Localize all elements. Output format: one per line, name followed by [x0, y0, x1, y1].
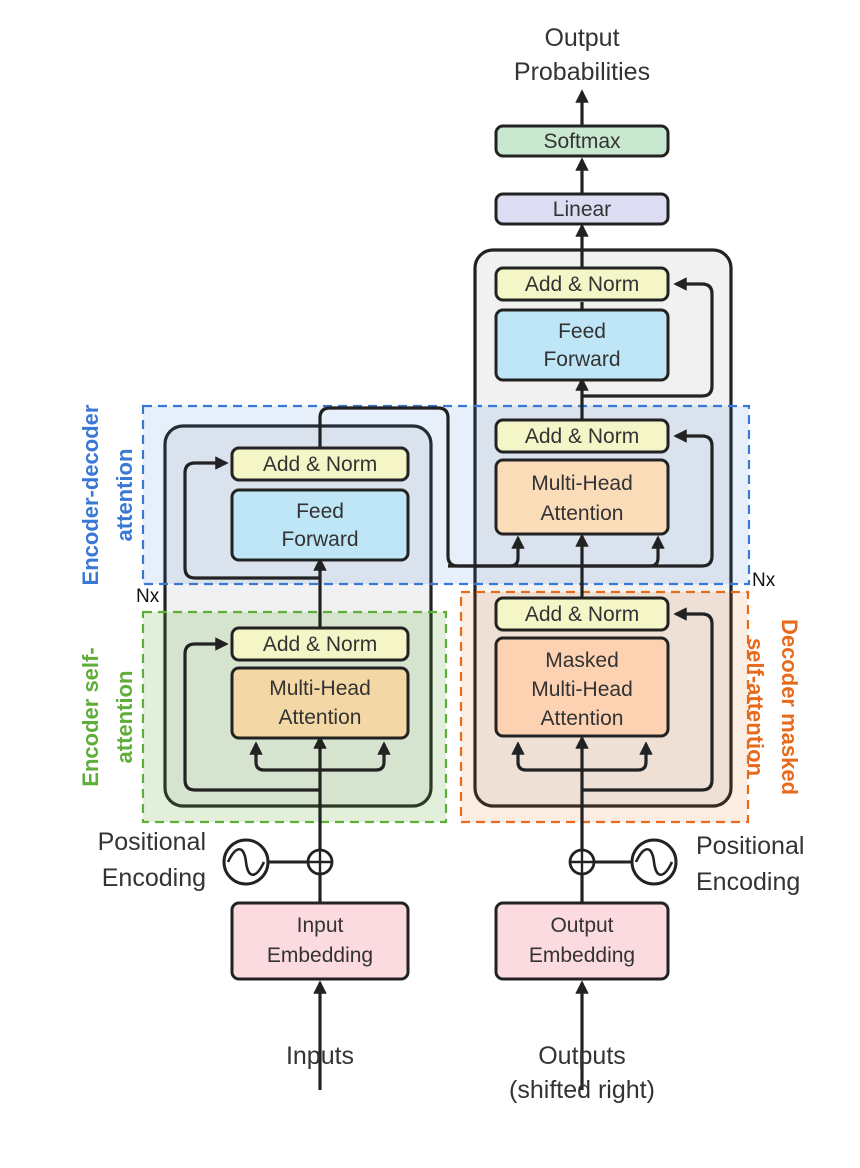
encoder-mha-line1: Multi-Head: [269, 677, 371, 700]
decoder-mid-add-norm-box: Add & Norm: [494, 418, 670, 454]
decoder-mha-line1: Multi-Head: [531, 472, 633, 495]
encoder-self-attention-box: Multi-Head Attention: [230, 666, 410, 740]
decoder-add-circle-icon: [568, 848, 596, 876]
output-probabilities-line1: Output: [544, 24, 619, 52]
decoder-top-add-norm-box: Add & Norm: [494, 266, 670, 302]
decoder-mha-line2: Attention: [541, 502, 624, 525]
encoder-add-circle-icon: [306, 848, 334, 876]
linear-box: Linear: [494, 192, 670, 226]
dec-masked-label-line1: Decoder masked: [777, 619, 802, 795]
decoder-ff-line2: Forward: [543, 348, 620, 371]
linear-label: Linear: [553, 198, 611, 221]
decoder-ff-line1: Feed: [558, 320, 606, 343]
encoder-ff-line2: Forward: [281, 528, 358, 551]
decoder-masked-self-attention-label: Decoder masked self-attention: [743, 619, 802, 795]
decoder-nx-label: Nx: [752, 570, 776, 591]
encoder-nx-label: Nx: [136, 586, 160, 607]
inputs-label: Inputs: [286, 1042, 354, 1070]
decoder-masked-line2: Multi-Head: [531, 678, 633, 701]
outputs-line2: (shifted right): [509, 1076, 655, 1104]
decoder-cross-attention-box: Multi-Head Attention: [494, 458, 670, 536]
encoder-low-add-norm-box: Add & Norm: [230, 626, 410, 662]
output-embedding-box: Output Embedding: [494, 901, 670, 981]
outputs-line1: Outputs: [538, 1042, 626, 1070]
encoder-posenc-line1: Positional: [98, 828, 206, 856]
output-embedding-line2: Embedding: [529, 944, 635, 967]
encoder-posenc-line2: Encoding: [102, 864, 206, 892]
decoder-mid-add-norm-label: Add & Norm: [525, 425, 639, 448]
softmax-label: Softmax: [543, 130, 621, 153]
decoder-feed-forward-box: Feed Forward: [494, 308, 670, 382]
encoder-top-add-norm-box: Add & Norm: [230, 446, 410, 482]
input-embedding-box: Input Embedding: [230, 901, 410, 981]
output-embedding-line1: Output: [550, 914, 613, 937]
softmax-box: Softmax: [494, 124, 670, 158]
decoder-masked-line1: Masked: [545, 649, 619, 672]
enc-dec-label-line1: Encoder-decoder: [78, 404, 103, 585]
decoder-low-add-norm-box: Add & Norm: [494, 596, 670, 632]
encoder-ff-line1: Feed: [296, 500, 344, 523]
decoder-low-add-norm-label: Add & Norm: [525, 603, 639, 626]
encoder-decoder-attention-label: Encoder-decoder attention: [78, 404, 137, 585]
decoder-masked-line3: Attention: [541, 707, 624, 730]
decoder-top-add-norm-label: Add & Norm: [525, 273, 639, 296]
input-embedding-line1: Input: [297, 914, 344, 937]
decoder-masked-attention-box: Masked Multi-Head Attention: [494, 636, 670, 738]
input-embedding-line2: Embedding: [267, 944, 373, 967]
encoder-self-attention-label: Encoder self- attention: [78, 647, 137, 786]
dec-masked-label-line2: self-attention: [743, 638, 768, 776]
output-probabilities-line2: Probabilities: [514, 58, 650, 86]
decoder-posenc-line2: Encoding: [696, 868, 800, 896]
encoder-mha-line2: Attention: [279, 706, 362, 729]
enc-self-label-line1: Encoder self-: [78, 647, 103, 786]
encoder-low-add-norm-label: Add & Norm: [263, 633, 377, 656]
enc-dec-label-line2: attention: [112, 449, 137, 542]
encoder-positional-encoding-icon: [222, 838, 308, 886]
decoder-posenc-line1: Positional: [696, 832, 804, 860]
encoder-feed-forward-box: Feed Forward: [230, 488, 410, 562]
enc-self-label-line2: attention: [112, 671, 137, 764]
decoder-positional-encoding-icon: [594, 838, 678, 886]
encoder-top-add-norm-label: Add & Norm: [263, 453, 377, 476]
